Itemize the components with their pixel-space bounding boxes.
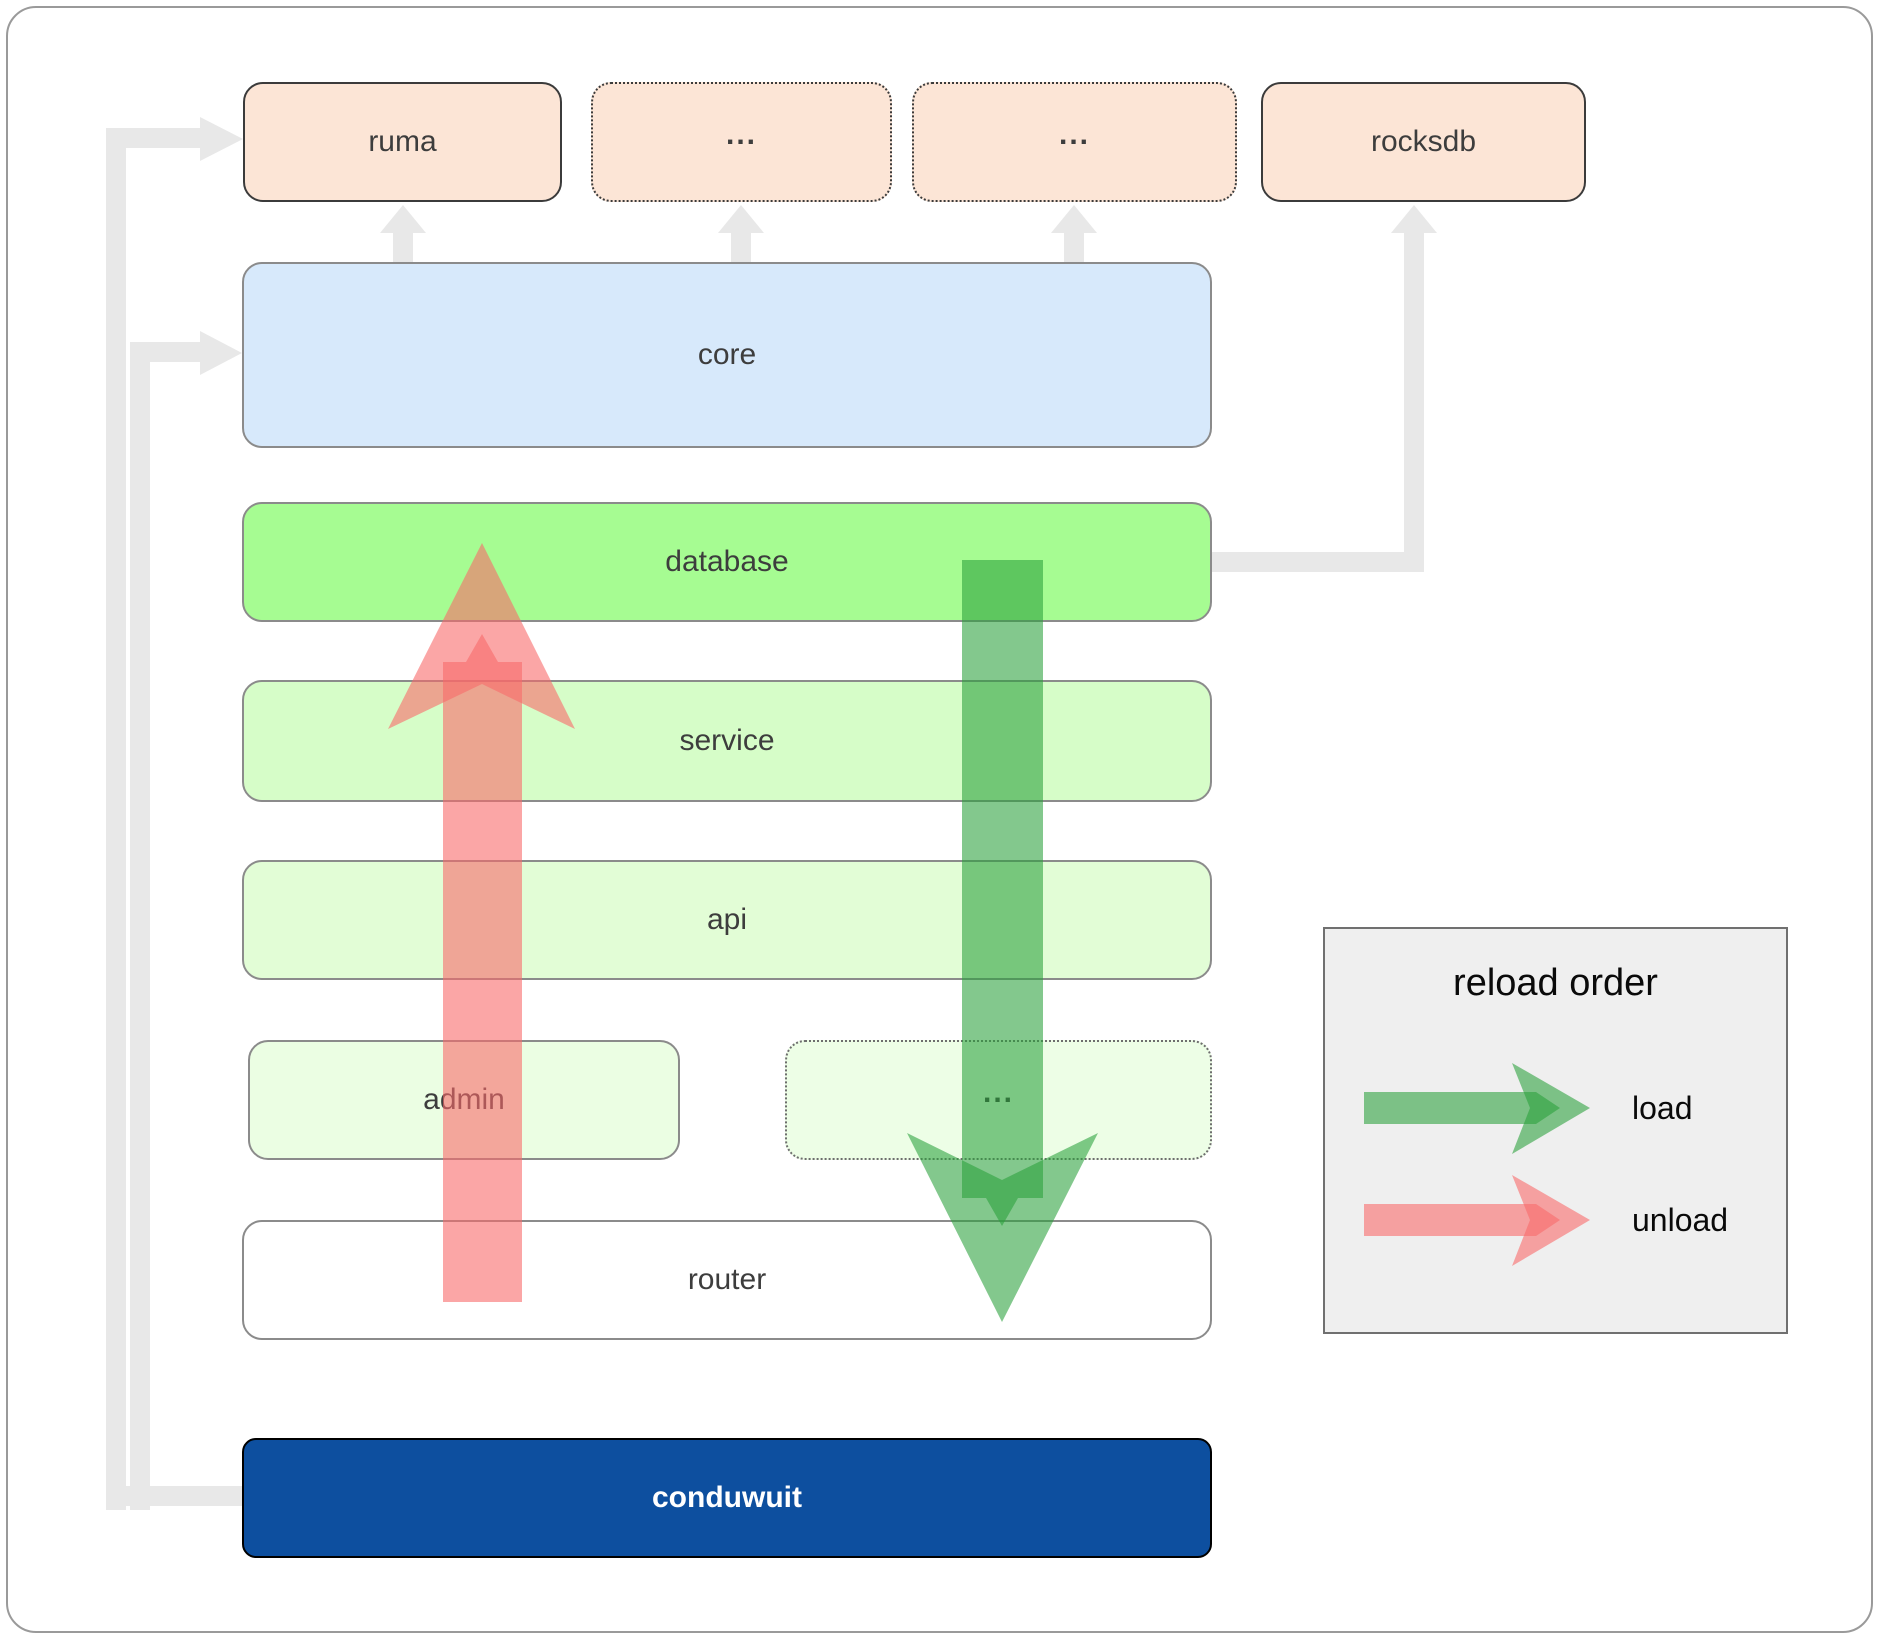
legend-item-load-label: load — [1632, 1090, 1693, 1126]
legend-item-unload-label: unload — [1632, 1202, 1729, 1238]
legend-title: reload order — [1453, 962, 1658, 1004]
outer-frame — [6, 6, 1873, 1633]
node-admin: admin — [248, 1040, 680, 1160]
node-ellipsis-2: ... — [912, 82, 1237, 202]
layer-core-label: core — [697, 338, 757, 371]
node-rocksdb-label: rocksdb — [1370, 125, 1477, 158]
node-admin-label: admin — [423, 1083, 505, 1116]
layer-core: core — [242, 262, 1212, 448]
node-rocksdb: rocksdb — [1261, 82, 1586, 202]
layer-api: api — [242, 860, 1212, 980]
node-ellipsis-1: ... — [591, 82, 892, 202]
node-conduwuit: conduwuit — [242, 1438, 1212, 1558]
layer-service: service — [242, 680, 1212, 802]
node-admin-ellipsis: ... — [785, 1040, 1212, 1160]
layer-database: database — [242, 502, 1212, 622]
layer-database-label: database — [665, 545, 789, 578]
node-conduwuit-label: conduwuit — [652, 1481, 802, 1514]
layer-service-label: service — [679, 724, 775, 757]
layer-router: router — [242, 1220, 1212, 1340]
node-ruma: ruma — [243, 82, 562, 202]
layer-api-label: api — [706, 903, 748, 936]
node-ruma-label: ruma — [368, 125, 437, 158]
node-ellipsis-2-label: ... — [1058, 118, 1090, 151]
node-ellipsis-1-label: ... — [725, 118, 757, 151]
layer-router-label: router — [687, 1263, 767, 1296]
node-admin-ellipsis-label: ... — [982, 1076, 1014, 1109]
